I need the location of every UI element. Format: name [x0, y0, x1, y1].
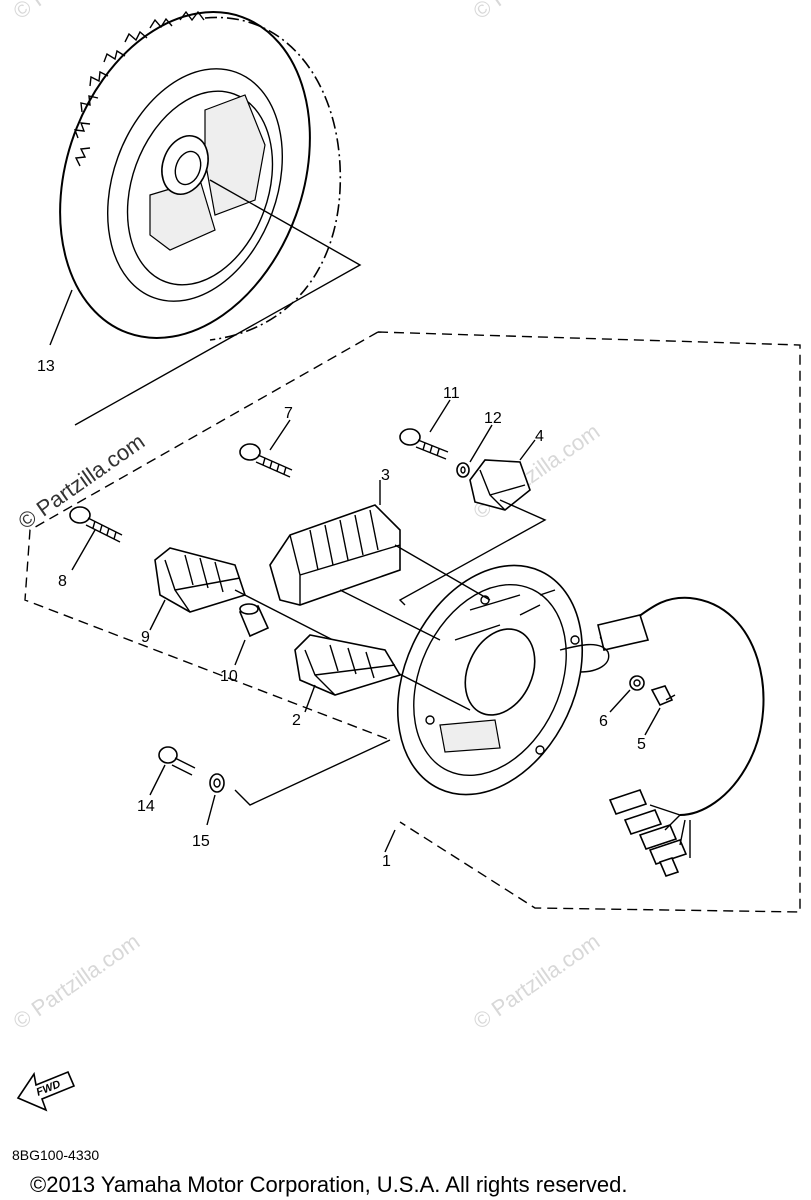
watermark-top-left: © Partzilla.com: [9, 0, 145, 24]
callout-8: 8: [58, 573, 67, 590]
screw-11: [399, 399, 451, 460]
washer-6: [609, 675, 645, 713]
callout-10: 10: [220, 668, 238, 685]
callout-9: 9: [141, 629, 150, 646]
washer-12: [456, 424, 493, 478]
callout-13: 13: [37, 358, 55, 375]
diagram-code: 8BG100-4330: [12, 1147, 99, 1163]
part-3-coil: [269, 480, 491, 641]
washer-15: [206, 739, 391, 826]
callout-1: 1: [382, 853, 391, 870]
callout-12: 12: [484, 410, 502, 427]
assembly-boundary: [24, 331, 801, 913]
part-4-coil: [398, 439, 547, 606]
callout-5: 5: [637, 736, 646, 753]
wire-harness: [559, 596, 765, 877]
fwd-arrow-icon: FWD: [16, 1070, 76, 1112]
copyright-notice: ©2013 Yamaha Motor Corporation, U.S.A. A…: [30, 1172, 627, 1197]
callout-15: 15: [192, 833, 210, 850]
screw-14: [149, 746, 196, 796]
watermark-bottom-right: © Partzilla.com: [469, 929, 605, 1035]
callout-3: 3: [381, 467, 390, 484]
callout-2: 2: [292, 712, 301, 729]
callout-4: 4: [535, 428, 544, 445]
callout-11: 11: [443, 385, 460, 402]
callout-7: 7: [284, 405, 293, 422]
screw-8: [69, 506, 123, 571]
screw-5: [644, 685, 676, 736]
stator-base-plate: [396, 564, 584, 796]
callout-14: 14: [137, 798, 155, 815]
part-10-collar: [234, 603, 270, 666]
part-9-coil: [149, 547, 471, 711]
callout-6: 6: [599, 713, 608, 730]
watermark-bottom-left: © Partzilla.com: [9, 929, 145, 1035]
watermark-top-right: © Partzilla.com: [469, 0, 605, 24]
part-2-coil: [294, 634, 402, 713]
flywheel-rotor: [49, 10, 362, 426]
screw-7: [239, 419, 293, 478]
